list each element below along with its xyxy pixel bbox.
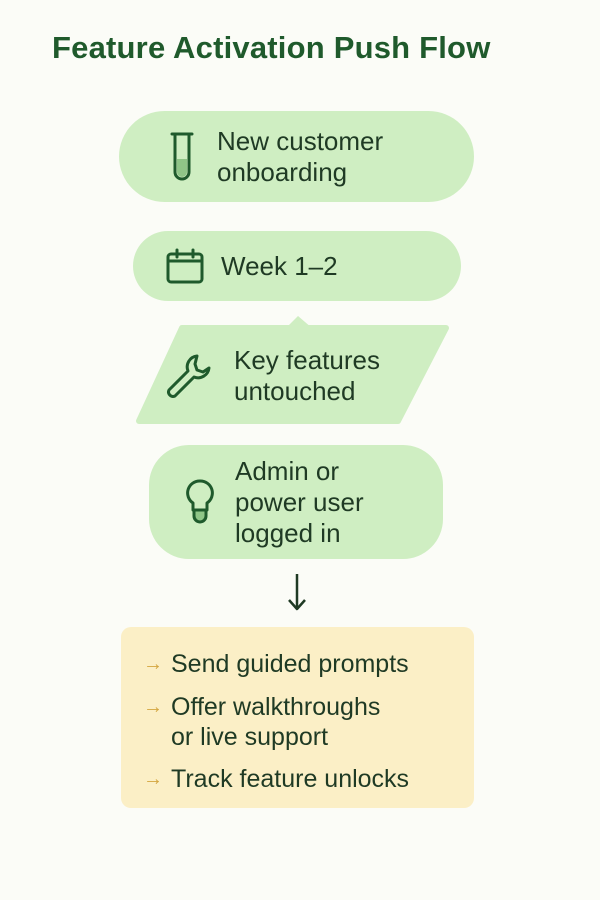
arrow-right-icon: → xyxy=(143,653,163,675)
action-item: → Send guided prompts xyxy=(143,649,474,680)
action-item: → Track feature unlocks xyxy=(143,764,474,795)
user-node: Admin or power user logged in xyxy=(149,445,443,559)
calendar-icon xyxy=(165,248,205,284)
arrow-right-icon: → xyxy=(143,768,163,790)
condition-node: Key features untouched xyxy=(162,332,442,420)
action-item: → Offer walkthroughs or live support xyxy=(143,692,474,752)
timing-node: Week 1–2 xyxy=(133,231,461,301)
user-label: Admin or power user logged in xyxy=(235,455,364,548)
diagram-title: Feature Activation Push Flow xyxy=(52,30,491,65)
action-label: Track feature unlocks xyxy=(171,765,410,793)
arrow-right-icon: → xyxy=(143,696,163,718)
onboarding-node: New customer onboarding xyxy=(119,111,474,202)
actions-box: → Send guided prompts → Offer walkthroug… xyxy=(121,627,474,808)
timing-label: Week 1–2 xyxy=(221,250,338,281)
lightbulb-icon xyxy=(183,478,217,526)
action-label: Send guided prompts xyxy=(171,650,409,678)
down-arrow-icon xyxy=(283,572,311,617)
condition-label: Key features untouched xyxy=(234,345,380,406)
onboarding-label: New customer onboarding xyxy=(217,125,384,187)
wrench-icon xyxy=(162,352,214,400)
action-label: Offer walkthroughs or live support xyxy=(171,693,381,751)
test-tube-icon xyxy=(167,131,197,183)
